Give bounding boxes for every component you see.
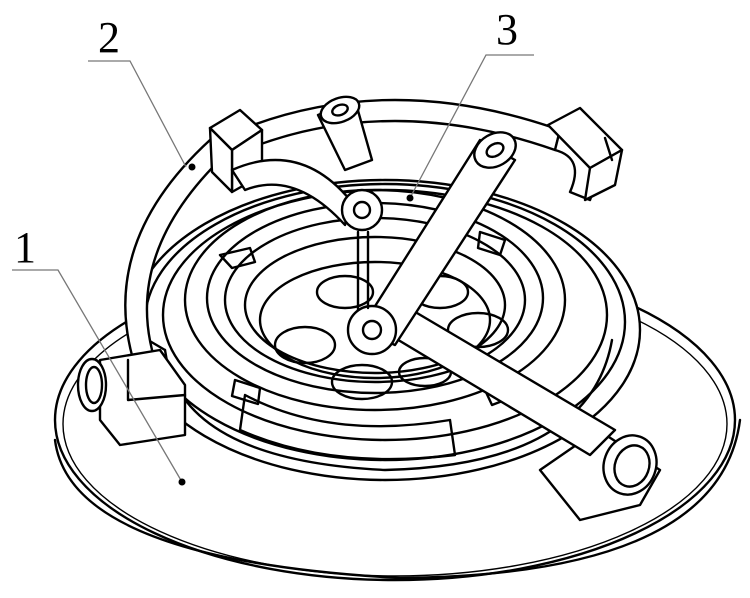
hole-1 (315, 274, 375, 310)
svg-text:1: 1 (14, 223, 36, 272)
left-bearing (76, 348, 187, 447)
svg-text:3: 3 (496, 5, 518, 54)
label-3: 3 (406, 5, 534, 202)
label-1: 1 (12, 223, 186, 486)
linkage-arms (230, 95, 617, 457)
right-bearing (538, 428, 662, 522)
svg-text:2: 2 (98, 13, 120, 62)
hole-3 (273, 325, 337, 365)
hole-5 (330, 363, 394, 401)
label-2: 2 (88, 13, 196, 171)
